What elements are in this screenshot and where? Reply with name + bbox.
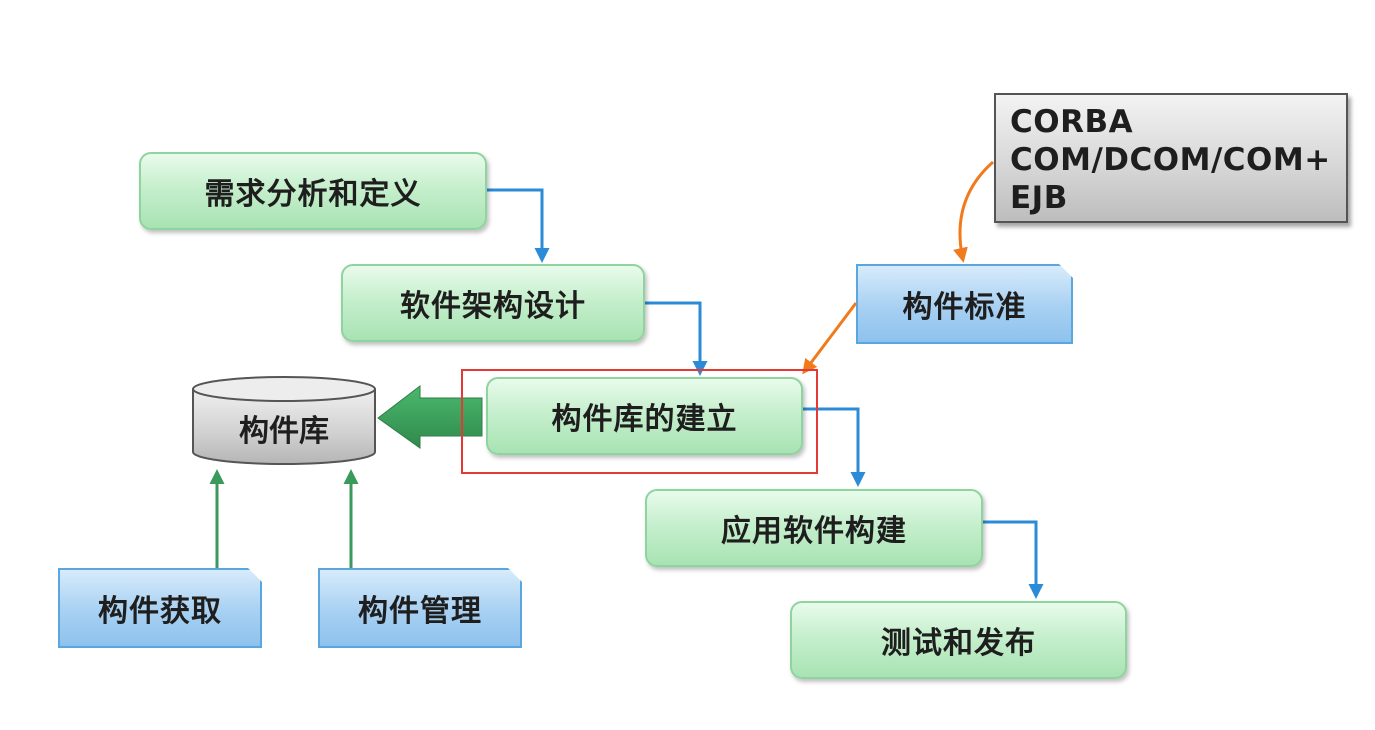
node-library-build[interactable]: 构件库的建立 xyxy=(486,377,803,455)
flow-arrow-lib-to-app xyxy=(803,407,866,487)
node-acquire-label: 构件获取 xyxy=(98,594,222,629)
node-test-release[interactable]: 测试和发布 xyxy=(790,601,1127,679)
node-standard-label: 构件标准 xyxy=(902,290,1027,325)
highlight-frame xyxy=(461,369,818,474)
node-test-release-label: 测试和发布 xyxy=(881,626,1036,661)
standard-ejb: EJB xyxy=(1010,180,1068,216)
flow-arrow-app-to-test xyxy=(983,520,1044,599)
node-architecture[interactable]: 软件架构设计 xyxy=(341,264,645,342)
flow-arrow-arch-to-lib xyxy=(645,301,708,376)
node-manage-label: 构件管理 xyxy=(358,594,482,629)
standard-corba: CORBA xyxy=(1010,104,1134,140)
flow-arrow-req-to-arch xyxy=(487,188,550,263)
node-requirements[interactable]: 需求分析和定义 xyxy=(139,152,487,230)
standard-com: COM/DCOM/COM+ xyxy=(1010,142,1331,178)
database-icon xyxy=(192,376,376,465)
node-requirements-label: 需求分析和定义 xyxy=(204,177,422,212)
node-architecture-label: 软件架构设计 xyxy=(400,289,586,324)
node-manage[interactable]: 构件管理 xyxy=(318,568,522,648)
node-library-build-label: 构件库的建立 xyxy=(551,402,738,437)
standard-arrow-std-to-lib xyxy=(802,302,858,375)
standards-box[interactable]: CORBA COM/DCOM/COM+ EJB xyxy=(994,93,1348,223)
standard-arrow-corba-to-std xyxy=(953,160,994,263)
node-standard[interactable]: 构件标准 xyxy=(856,264,1073,344)
node-acquire[interactable]: 构件获取 xyxy=(58,568,262,648)
repository-label: 构件库 xyxy=(239,414,329,449)
store-arrow-icon xyxy=(377,384,483,449)
node-application-build-label: 应用软件构建 xyxy=(721,514,907,549)
node-application-build[interactable]: 应用软件构建 xyxy=(645,489,983,567)
